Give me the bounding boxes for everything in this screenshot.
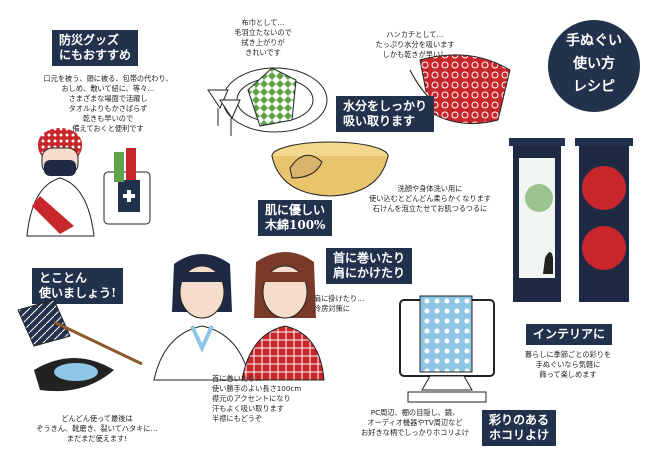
people-illustration bbox=[153, 252, 325, 381]
bowl-illustration bbox=[271, 141, 389, 197]
shoulder-text: 肩に掛けたり… 冷房対策に bbox=[314, 294, 365, 313]
page-title: 手ぬぐい 使い方 レシピ bbox=[566, 33, 622, 95]
disaster-text: 口元を被う、頭に被る、包帯の代わり、 おしめ、敷いて紐に、等々… さまざまな場面… bbox=[43, 74, 173, 133]
title-badge bbox=[548, 20, 640, 112]
dishcloth-illustration bbox=[207, 67, 328, 136]
interior-text: 暮らしに季節ごとの彩りを 手ぬぐいなら気軽に 飾って楽しめます bbox=[524, 350, 612, 379]
reuse-illustration bbox=[17, 299, 143, 392]
dishcloth-text: 布巾として… 毛羽立たないので 拭き上がりが きれいです bbox=[234, 18, 292, 57]
reuse-text: どんどん使って最後は ぞうきん、靴磨き、裂いてハタキに… まだまだ使えます! bbox=[36, 414, 158, 443]
tv-illustration bbox=[399, 295, 495, 403]
cotton-text: 洗顔や身体洗い用に 使い込むとどんどん柔らかくなります 石けんを泡立たせてお肌つ… bbox=[369, 184, 491, 213]
interior-illustration bbox=[509, 138, 633, 302]
neck-label: 首に巻いたり 肩にかけたり bbox=[326, 248, 413, 284]
dust-text: PC周辺、棚の目隠し、鏡、 オーディオ機器やTV周辺など お好きな柄でしっかりホ… bbox=[361, 408, 469, 437]
interior-label: インテリアに bbox=[526, 324, 613, 345]
dust-label: 彩りのある ホコリよけ bbox=[482, 410, 557, 446]
reuse-label: とことん 使いましょう! bbox=[32, 268, 124, 304]
disaster-illustration bbox=[26, 128, 151, 237]
cotton-label: 肌に優しい 木綿100% bbox=[258, 200, 333, 236]
neck-text: 首に巻いたり… 使い勝手のよい長さ100cm 襟元のアクセントになり 汗もよく吸… bbox=[212, 374, 302, 423]
handkerchief-illustration bbox=[409, 54, 511, 125]
disaster-label: 防災グッズ にもおすすめ bbox=[52, 30, 139, 66]
absorb-label: 水分をしっかり 吸い取ります bbox=[336, 96, 435, 132]
handkerchief-text: ハンカチとして… たっぷり水分を吸います しかも乾きが早い！ bbox=[375, 30, 455, 59]
